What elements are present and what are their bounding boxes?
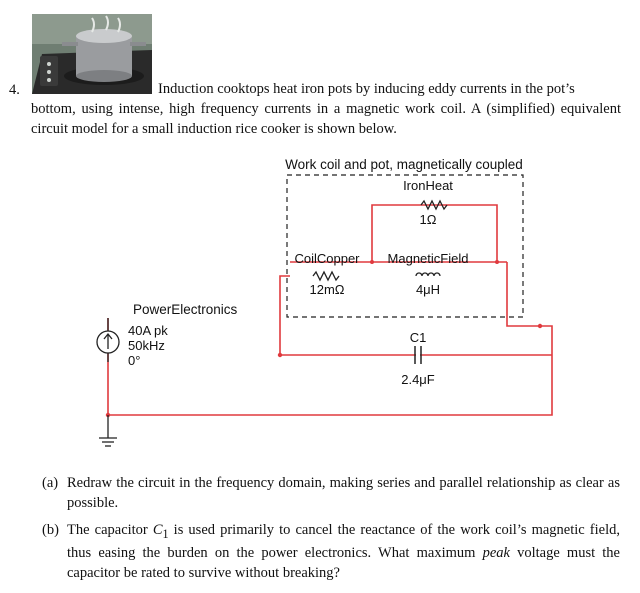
part-b-text: The capacitor C1 is used primarily to ca… — [67, 521, 620, 583]
iron-heat-name: IronHeat — [403, 178, 453, 193]
iron-heat-resistor — [420, 199, 448, 211]
part-a: (a) Redraw the circuit in the frequency … — [42, 474, 620, 513]
node — [370, 260, 374, 264]
capacitor-value: 2.4μF — [401, 372, 435, 387]
magnetic-field-value: 4μH — [416, 282, 440, 297]
node — [277, 352, 283, 358]
peak-emphasis: peak — [482, 545, 510, 562]
capacitor-subscript: 1 — [162, 526, 169, 541]
node — [537, 323, 543, 329]
problem-parts: (a) Redraw the circuit in the frequency … — [42, 474, 620, 591]
source-phase: 0° — [128, 353, 140, 368]
part-b-text-after: voltage must the capacitor be rated to s… — [67, 545, 620, 581]
source-amplitude: 40A pk — [128, 323, 168, 338]
part-a-label: (a) — [42, 475, 59, 491]
coil-copper-resistor — [312, 270, 340, 282]
node — [495, 260, 499, 264]
circuit-diagram: Work coil and pot, magnetically coupled … — [96, 157, 553, 447]
part-b-text-before: The capacitor — [67, 522, 153, 538]
part-b-label: (b) — [42, 522, 59, 538]
capacitor-symbol: C — [152, 522, 163, 538]
coil-copper-value: 12mΩ — [309, 282, 344, 297]
capacitor-name: C1 — [410, 330, 427, 345]
coil-copper-name: CoilCopper — [294, 251, 360, 266]
part-a-text: Redraw the circuit in the frequency doma… — [67, 475, 620, 511]
part-b: (b) The capacitor C1 is used primarily t… — [42, 521, 620, 583]
problem-intro: Induction cooktops heat iron pots by ind… — [31, 79, 621, 139]
magnetic-field-inductor — [415, 272, 441, 277]
source-name: PowerElectronics — [133, 302, 238, 317]
iron-heat-value: 1Ω — [420, 212, 437, 227]
part-b-text-mid: is used primarily to cancel the reactanc… — [67, 522, 621, 562]
induction-cooktop-photo — [32, 14, 152, 94]
intro-line-1: Induction cooktops heat iron pots by ind… — [158, 81, 575, 97]
coupling-box — [286, 174, 524, 318]
ground-symbol — [99, 415, 117, 447]
intro-rest: bottom, using intense, high frequency cu… — [31, 101, 621, 137]
box-label: Work coil and pot, magnetically coupled — [285, 157, 523, 172]
magnetic-field-name: MagneticField — [388, 251, 469, 266]
current-source — [96, 318, 120, 362]
capacitor-c1 — [414, 346, 422, 364]
problem-number: 4. — [9, 82, 20, 98]
source-frequency: 50kHz — [128, 338, 165, 353]
